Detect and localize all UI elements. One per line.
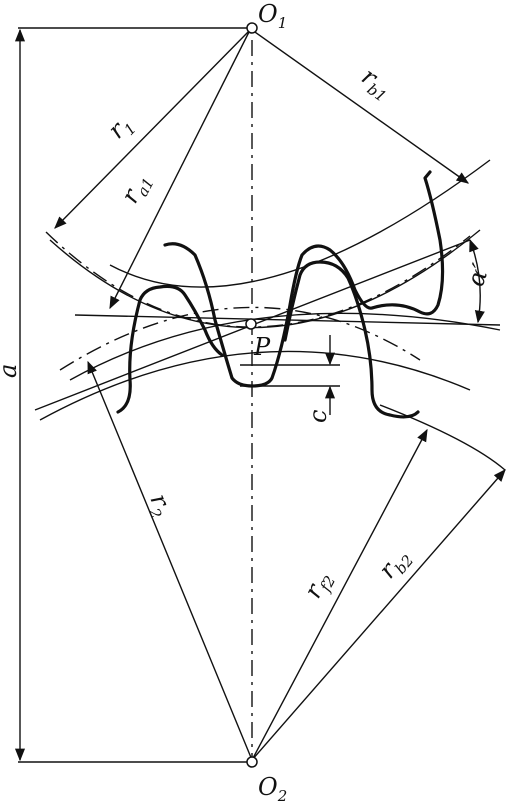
label-c: c [304, 410, 332, 423]
pressure-angle-arc [469, 238, 485, 324]
gear1-addendum-circle [49, 229, 481, 329]
pitch-point-P [245, 318, 257, 330]
label-a: a [0, 364, 22, 378]
gear2-tooth-profile [116, 284, 224, 414]
gear1-tooth-profile-right [370, 170, 445, 316]
label-rf2: rf2 [299, 566, 340, 605]
label-P: P [253, 333, 271, 361]
radius-r2-line [87, 360, 253, 761]
center-O1 [246, 22, 258, 34]
radius-rb2-line [251, 469, 506, 761]
gear2-base-circle [379, 404, 506, 471]
gear1-pitch-circle [45, 231, 471, 328]
label-ra1: ra1 [116, 168, 158, 209]
center-O2 [246, 756, 258, 768]
label-r2: r2 [141, 490, 179, 521]
gear2-pitch-circle [69, 312, 501, 381]
gear2-tooth-profile-middle [283, 260, 420, 419]
radius-ra1-line [109, 29, 251, 310]
radius-r1-line [54, 29, 251, 229]
label-rb2: rb2 [373, 542, 417, 586]
label-r1: r1 [102, 110, 139, 147]
radius-rb1-line [251, 29, 470, 184]
radius-rf2-line [251, 428, 428, 761]
label-O1: O1 [258, 0, 287, 32]
gear2-addendum-circle [59, 306, 421, 371]
label-alpha: α′ [461, 260, 495, 290]
gear1-root-circle [109, 159, 491, 288]
label-rb1: rb1 [354, 62, 397, 106]
label-O2: O2 [258, 773, 287, 802]
gear1-tooth-profile [163, 242, 374, 388]
